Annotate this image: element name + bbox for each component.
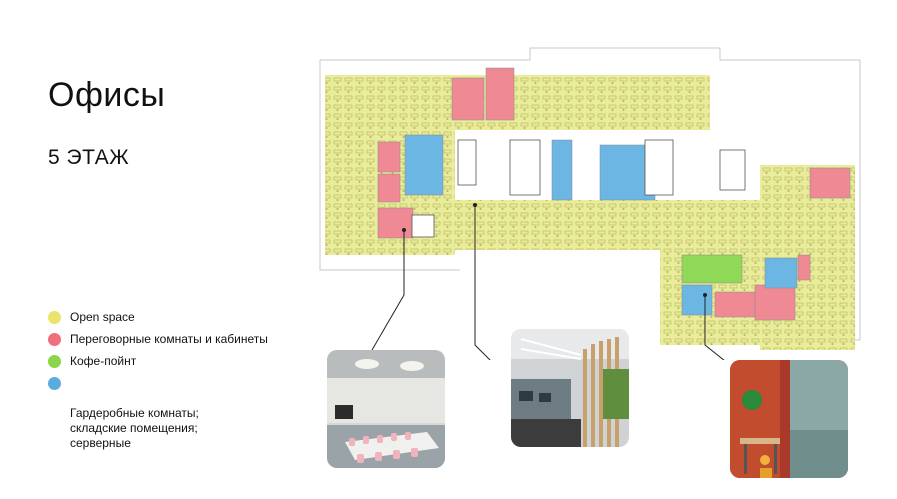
pointer-line — [371, 230, 405, 351]
meeting-room — [797, 254, 811, 281]
storage-room — [404, 134, 444, 196]
pointer-dot — [703, 293, 707, 297]
pointer-line — [474, 205, 491, 360]
legend-label: Переговорные комнаты и кабинеты — [70, 332, 268, 346]
legend-item-coffee-point: Кофе-пойнт — [48, 354, 308, 369]
pointer-line — [704, 295, 725, 360]
legend-item-meeting-rooms: Переговорные комнаты и кабинеты — [48, 332, 308, 347]
legend-dot-green — [48, 355, 61, 368]
pointer-dot — [402, 228, 406, 232]
legend-label: Гардеробные комнаты; складские помещения… — [70, 406, 199, 450]
legend-item-storage: Гардеробные комнаты; складские помещения… — [48, 376, 308, 451]
open-space-photo — [511, 329, 629, 447]
legend-item-open-space: Open space — [48, 310, 308, 325]
legend: Open space Переговорные комнаты и кабине… — [48, 310, 308, 458]
legend-dot-yellow — [48, 311, 61, 324]
coffee-point-photo — [730, 360, 848, 478]
core-block — [719, 149, 746, 191]
meeting-room — [377, 207, 414, 239]
coffee-point — [681, 254, 743, 284]
legend-dot-blue — [48, 377, 61, 390]
page-title: Офисы — [48, 76, 166, 114]
storage-room — [551, 139, 573, 201]
storage-room — [764, 257, 798, 289]
meeting-room — [377, 173, 401, 203]
meeting-room — [714, 291, 756, 318]
core-block — [457, 139, 477, 186]
core-block — [411, 214, 435, 238]
building-outline — [319, 47, 861, 341]
core-block — [509, 139, 541, 196]
meeting-room — [451, 77, 485, 121]
conference-room-photo — [327, 350, 445, 468]
meeting-room — [485, 67, 515, 121]
legend-label: Open space — [70, 310, 135, 324]
meeting-room — [377, 141, 401, 173]
meeting-room — [809, 167, 851, 199]
floor-plan — [319, 47, 861, 360]
floor-label: 5 ЭТАЖ — [48, 146, 130, 169]
meeting-room — [754, 284, 796, 321]
legend-dot-pink — [48, 333, 61, 346]
core-block — [644, 139, 674, 196]
storage-room — [681, 284, 713, 316]
pointer-dot — [473, 203, 477, 207]
legend-label: Кофе-пойнт — [70, 354, 137, 368]
